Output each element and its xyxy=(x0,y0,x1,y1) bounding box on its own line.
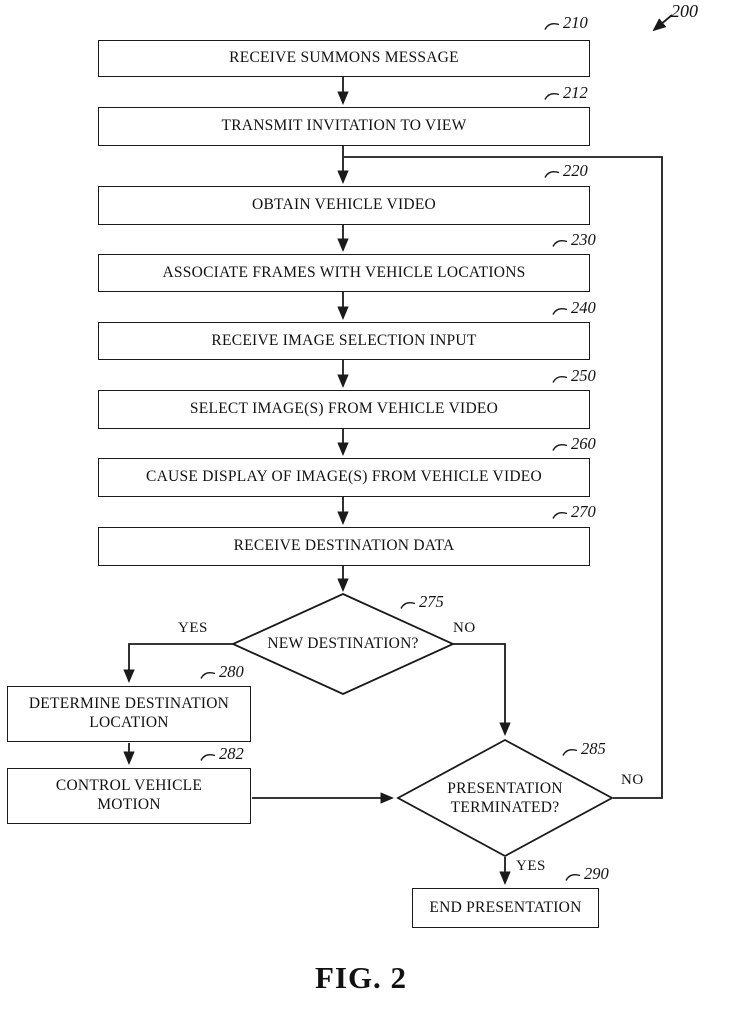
flow-node-240-receive-selection: RECEIVE IMAGE SELECTION INPUT xyxy=(98,322,590,360)
node-label: PRESENTATION TERMINATED? xyxy=(447,779,563,816)
flow-node-230-associate-frames: ASSOCIATE FRAMES WITH VEHICLE LOCATIONS xyxy=(98,254,590,292)
flow-node-212-transmit-invitation: TRANSMIT INVITATION TO VIEW xyxy=(98,107,590,146)
node-label: CAUSE DISPLAY OF IMAGE(S) FROM VEHICLE V… xyxy=(146,468,542,486)
flow-node-210-receive-summons: RECEIVE SUMMONS MESSAGE xyxy=(98,40,590,77)
overall-ref-arrow xyxy=(652,14,673,32)
ref-label-270: 270 xyxy=(552,502,596,522)
ref-label-210: 210 xyxy=(544,13,588,33)
edge-275-285-no xyxy=(453,643,511,737)
ref-number: 280 xyxy=(219,662,244,681)
node-label: RECEIVE IMAGE SELECTION INPUT xyxy=(211,331,477,349)
ref-label-290: 290 xyxy=(565,864,609,884)
flow-node-280-determine-location: DETERMINE DESTINATION LOCATION xyxy=(7,686,251,742)
node-label: SELECT IMAGE(S) FROM VEHICLE VIDEO xyxy=(189,400,499,418)
branch-label-no-275: NO xyxy=(453,620,476,636)
node-label: CONTROL VEHICLE MOTION xyxy=(55,777,203,813)
ref-leader-curve xyxy=(200,753,216,761)
ref-number: 220 xyxy=(563,161,588,180)
node-label: NEW DESTINATION? xyxy=(267,635,419,653)
flow-node-250-select-images: SELECT IMAGE(S) FROM VEHICLE VIDEO xyxy=(98,390,590,429)
branch-label-yes-285: YES xyxy=(516,858,546,874)
ref-leader-curve xyxy=(544,22,560,30)
ref-label-282: 282 xyxy=(200,744,244,764)
connector-arrows xyxy=(123,14,673,886)
decision-diamond-275 xyxy=(230,593,456,695)
ref-number: 212 xyxy=(563,83,588,102)
flow-node-282-control-motion: CONTROL VEHICLE MOTION xyxy=(7,768,251,824)
flow-node-285-presentation-terminated: PRESENTATION TERMINATED? xyxy=(436,776,574,820)
node-label: RECEIVE SUMMONS MESSAGE xyxy=(229,49,459,67)
node-label: ASSOCIATE FRAMES WITH VEHICLE LOCATIONS xyxy=(162,263,526,281)
ref-leader-curve xyxy=(552,443,568,451)
ref-label-275: 275 xyxy=(400,592,444,612)
ref-label-250: 250 xyxy=(552,366,596,386)
ref-label-240: 240 xyxy=(552,298,596,318)
ref-number: 270 xyxy=(571,502,596,521)
ref-leader-curve xyxy=(565,873,581,881)
ref-label-230: 230 xyxy=(552,230,596,250)
ref-leader-curve xyxy=(200,671,216,679)
ref-number: 240 xyxy=(571,298,596,317)
ref-leader-curve xyxy=(552,511,568,519)
node-label: OBTAIN VEHICLE VIDEO xyxy=(252,196,436,214)
figure-caption: FIG. 2 xyxy=(314,960,408,995)
ref-label-212: 212 xyxy=(544,83,588,103)
ref-leader-curve xyxy=(544,92,560,100)
ref-leader-curve xyxy=(552,375,568,383)
branch-label-no-285: NO xyxy=(621,772,644,788)
branch-label-yes-275: YES xyxy=(178,620,208,636)
flow-node-290-end-presentation: END PRESENTATION xyxy=(412,888,599,928)
ref-number: 285 xyxy=(581,739,606,758)
ref-label-220: 220 xyxy=(544,161,588,181)
node-label: END PRESENTATION xyxy=(429,898,582,916)
ref-number: 275 xyxy=(419,592,444,611)
ref-number: 250 xyxy=(571,366,596,385)
ref-number: 282 xyxy=(219,744,244,763)
figure-reference-number: 200 xyxy=(671,1,698,21)
ref-leader-curve xyxy=(552,307,568,315)
node-label: RECEIVE DESTINATION DATA xyxy=(233,537,455,555)
ref-number: 210 xyxy=(563,13,588,32)
ref-leader-curve xyxy=(562,748,578,756)
ref-number: 290 xyxy=(584,864,609,883)
ref-number: 260 xyxy=(571,434,596,453)
edge-275-280-yes xyxy=(123,643,233,684)
node-label: DETERMINE DESTINATION LOCATION xyxy=(28,695,230,731)
flow-node-275-new-destination: NEW DESTINATION? xyxy=(258,630,428,658)
flow-node-220-obtain-video: OBTAIN VEHICLE VIDEO xyxy=(98,186,590,225)
ref-label-280: 280 xyxy=(200,662,244,682)
flow-node-260-cause-display: CAUSE DISPLAY OF IMAGE(S) FROM VEHICLE V… xyxy=(98,458,590,497)
ref-leader-curve xyxy=(544,170,560,178)
decision-diamond-285 xyxy=(396,738,614,858)
ref-label-260: 260 xyxy=(552,434,596,454)
ref-label-285: 285 xyxy=(562,739,606,759)
ref-leader-curve xyxy=(552,239,568,247)
flow-node-270-receive-destination: RECEIVE DESTINATION DATA xyxy=(98,527,590,566)
ref-number: 230 xyxy=(571,230,596,249)
node-label: TRANSMIT INVITATION TO VIEW xyxy=(221,117,467,135)
ref-leader-curve xyxy=(400,601,416,609)
edge-285-loop-to-220 xyxy=(344,156,663,799)
